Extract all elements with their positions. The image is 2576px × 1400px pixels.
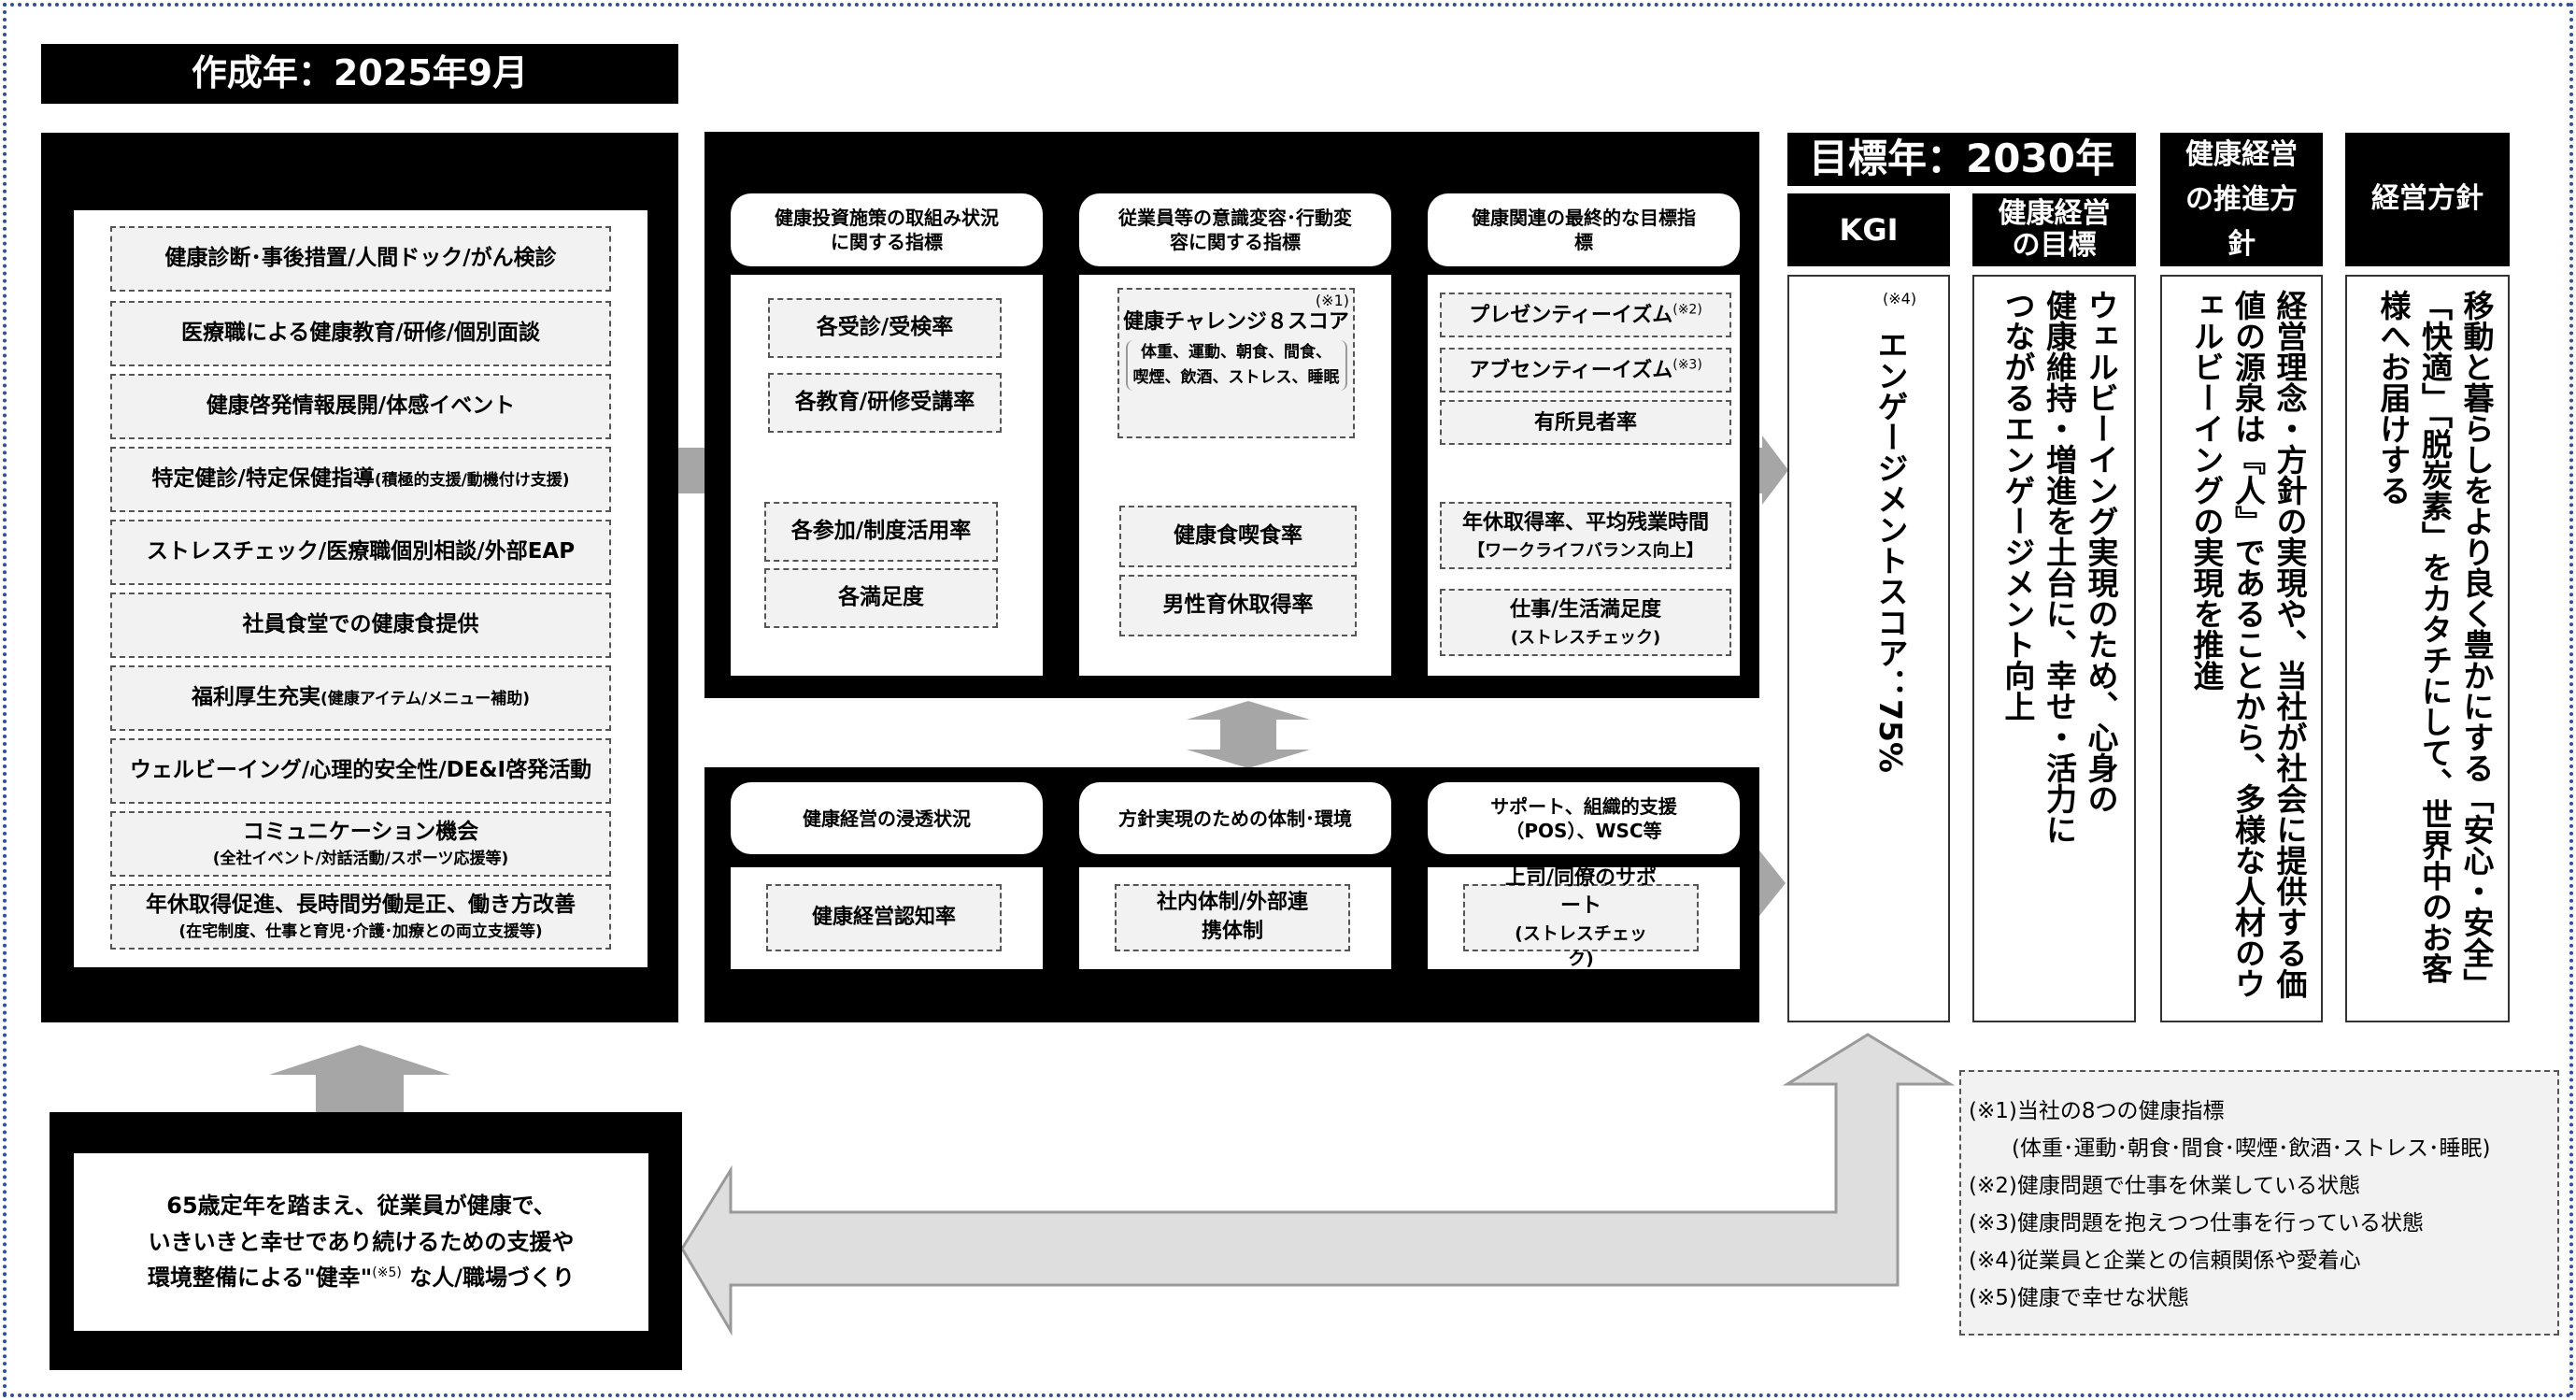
vision-box: 65歳定年を踏まえ、従業員が健康で、 いきいきと幸せであり続けるための支援や 環… xyxy=(74,1153,648,1331)
initiative-label: コミュニケーション機会 xyxy=(242,820,479,844)
indicator-label: 社内体制/外部連携体制 xyxy=(1156,891,1309,943)
indicator-sub: (ストレスチェック) xyxy=(1510,628,1661,648)
column-header: 健康投資施策の取組み状況に関する指標 xyxy=(731,193,1043,266)
indicator-label: 仕事/生活満足度 xyxy=(1509,598,1662,621)
footnote: (※2)健康問題で仕事を休業している状態 xyxy=(1969,1174,2361,1198)
initiative-item: ストレスチェック/医療職個別相談/外部EAP xyxy=(110,520,611,585)
footnotes-box: (※1)当社の8つの健康指標 (体重･運動･朝食･間食･喫煙･飲酒･ストレス･睡… xyxy=(1959,1070,2559,1336)
initiative-label: 福利厚生充実 xyxy=(191,685,320,710)
vision-line1: 65歳定年を踏まえ、従業員が健康で、 xyxy=(166,1193,556,1220)
initiative-label: 社員食堂での健康食提供 xyxy=(242,612,479,637)
indicator-item: 各参加/制度活用率 xyxy=(764,502,998,562)
challenge-note: (※1) xyxy=(1315,292,1349,309)
challenge-score-box: (※1) 健康チャレンジ８スコア 体重、運動、朝食、間食、喫煙、飲酒、ストレス、… xyxy=(1117,288,1355,438)
column-header: サポート、組織的支援（POS）、WSC等 xyxy=(1428,782,1740,854)
indicator-item: アブセンティーイズム(※3) xyxy=(1440,348,1731,393)
goal-header: 健康経営の目標 xyxy=(1972,193,2136,266)
initiative-item: 年休取得促進、長時間労働是正、働き方改善 (在宅制度、仕事と育児･介護･加療との両… xyxy=(110,884,611,950)
column-header: 健康経営の浸透状況 xyxy=(731,782,1043,854)
initiative-item: 福利厚生充実(健康アイテム/メニュー補助) xyxy=(110,665,611,731)
indicator-item: 社内体制/外部連携体制 xyxy=(1115,884,1350,951)
initiative-label: 年休取得促進、長時間労働是正、働き方改善 xyxy=(146,893,576,917)
initiative-item: 健康診断･事後措置/人間ドック/がん検診 xyxy=(110,226,611,292)
kgi-note: (※4) xyxy=(1883,290,1917,307)
indicator-note: (※3) xyxy=(1672,357,1702,373)
indicator-item: 仕事/生活満足度 (ストレスチェック) xyxy=(1440,589,1731,656)
policy-box: 移動と暮らしをより良く豊かにする「安心・安全」「快適」「脱炭素」をカタチにして、… xyxy=(2345,275,2510,1022)
initiative-sub: (在宅制度、仕事と育児･介護･加療との両立支援等) xyxy=(178,922,543,942)
page-border xyxy=(3,3,2573,1397)
column-header: 健康関連の最終的な目標指標 xyxy=(1428,193,1740,266)
created-date-label: 作成年：2025年9月 xyxy=(41,44,678,104)
challenge-detail: 体重、運動、朝食、間食、 xyxy=(1141,342,1331,362)
initiative-label: 健康診断･事後措置/人間ドック/がん検診 xyxy=(164,246,557,271)
indicator-label: アブセンティーイズム xyxy=(1469,358,1673,382)
initiative-item: コミュニケーション機会 (全社イベント/対話活動/スポーツ応援等) xyxy=(110,811,611,877)
challenge-detail: 喫煙、飲酒、ストレス、睡眠 xyxy=(1132,367,1340,387)
initiative-sub: (全社イベント/対話活動/スポーツ応援等) xyxy=(212,850,509,869)
promotion-box: 経営理念・方針の実現や、当社が社会に提供する価値の源泉は『人』であることから、多… xyxy=(2160,275,2323,1022)
indicator-label: プレゼンティーイズム xyxy=(1469,303,1673,327)
initiative-label: 特定健診/特定保健指導 xyxy=(151,466,375,492)
feedback-arrow xyxy=(680,1033,1955,1336)
indicator-item: 年休取得率、平均残業時間【ワークライフバランス向上】 xyxy=(1440,502,1731,569)
indicator-label: 健康経営認知率 xyxy=(811,905,956,929)
initiative-item: ウェルビーイング/心理的安全性/DE&I啓発活動 xyxy=(110,738,611,804)
kgi-header: KGI xyxy=(1787,193,1950,266)
vision-line3-end: な人/職場づくり xyxy=(401,1264,575,1292)
indicator-item: プレゼンティーイズム(※2) xyxy=(1440,293,1731,337)
promotion-header: 健康経営の推進方針 xyxy=(2160,133,2323,266)
footnote: (※4)従業員と企業との信頼関係や愛着心 xyxy=(1969,1249,2361,1273)
initiative-label: ストレスチェック/医療職個別相談/外部EAP xyxy=(146,539,576,564)
goal-line1: ウェルビーイング実現のため、心身の xyxy=(2083,290,2119,814)
footnote: (※5)健康で幸せな状態 xyxy=(1969,1286,2189,1310)
indicator-item: 各満足度 xyxy=(764,568,998,628)
initiative-sub: (積極的支援/動機付け支援) xyxy=(374,471,570,491)
indicator-sub: (ストレスチェック) xyxy=(1515,923,1647,969)
indicator-item: 各受診/受検率 xyxy=(768,298,1002,358)
initiative-label: 健康啓発情報展開/体感イベント xyxy=(206,393,516,419)
initiative-item: 特定健診/特定保健指導(積極的支援/動機付け支援) xyxy=(110,447,611,512)
goal-box: ウェルビーイング実現のため、心身の 健康維持・増進を土台に、幸せ・活力に つなが… xyxy=(1972,275,2136,1022)
initiative-item: 医療職による健康教育/研修/個別面談 xyxy=(110,301,611,366)
kgi-box: エンゲージメントスコア：75% (※4) xyxy=(1787,275,1950,1022)
indicator-item: 健康食喫食率 xyxy=(1119,506,1357,567)
indicator-item: 男性育休取得率 xyxy=(1119,575,1357,636)
kgi-text: エンゲージメントスコア：75% xyxy=(1872,329,1909,773)
column-header: 従業員等の意識変容･行動変容に関する指標 xyxy=(1079,193,1391,266)
vision-line2: いきいきと幸せであり続けるための支援や xyxy=(148,1228,575,1255)
indicator-label: 上司/同僚のサポート xyxy=(1504,865,1658,919)
double-arrow-vertical xyxy=(1187,701,1310,768)
indicator-item: 有所見者率 xyxy=(1440,400,1731,445)
indicator-label: 有所見者率 xyxy=(1533,410,1637,435)
challenge-title: 健康チャレンジ８スコア xyxy=(1123,310,1349,335)
initiative-label: 医療職による健康教育/研修/個別面談 xyxy=(180,321,541,346)
vision-panel: 65歳定年を踏まえ、従業員が健康で、 いきいきと幸せであり続けるための支援や 環… xyxy=(50,1112,682,1370)
column-header: 方針実現のための体制･環境 xyxy=(1079,782,1391,854)
indicator-note: (※2) xyxy=(1672,302,1702,318)
initiative-item: 社員食堂での健康食提供 xyxy=(110,593,611,658)
vision-note: (※5) xyxy=(372,1265,402,1281)
footnote: (※1)当社の8つの健康指標 xyxy=(1969,1099,2225,1123)
indicator-sub: 【ワークライフバランス向上】 xyxy=(1468,541,1703,561)
indicator-item: 健康経営認知率 xyxy=(766,884,1002,951)
indicator-item: 各教育/研修受講率 xyxy=(768,373,1002,433)
target-year-label: 目標年：2030年 xyxy=(1787,133,2136,186)
initiative-sub: (健康アイテム/メニュー補助) xyxy=(320,690,531,709)
initiative-label: ウェルビーイング/心理的安全性/DE&I啓発活動 xyxy=(129,758,592,783)
small-arrow-right xyxy=(1759,850,1786,916)
goal-line3: つながるエンゲージメント向上 xyxy=(1999,290,2036,721)
indicator-item: 上司/同僚のサポート(ストレスチェック) xyxy=(1463,866,1699,969)
footnote: (※3)健康問題を抱えつつ仕事を行っている状態 xyxy=(1969,1211,2425,1236)
vision-line3: 環境整備による"健幸" xyxy=(148,1264,373,1292)
footnote: (体重･運動･朝食･間食･喫煙･飲酒･ストレス･睡眠) xyxy=(1969,1136,2491,1161)
initiative-item: 健康啓発情報展開/体感イベント xyxy=(110,374,611,439)
indicator-label: 年休取得率、平均残業時間 xyxy=(1461,511,1709,535)
arrow-up xyxy=(269,1045,450,1114)
policy-header: 経営方針 xyxy=(2345,133,2510,266)
goal-line2: 健康維持・増進を土台に、幸せ・活力に xyxy=(2041,290,2078,845)
